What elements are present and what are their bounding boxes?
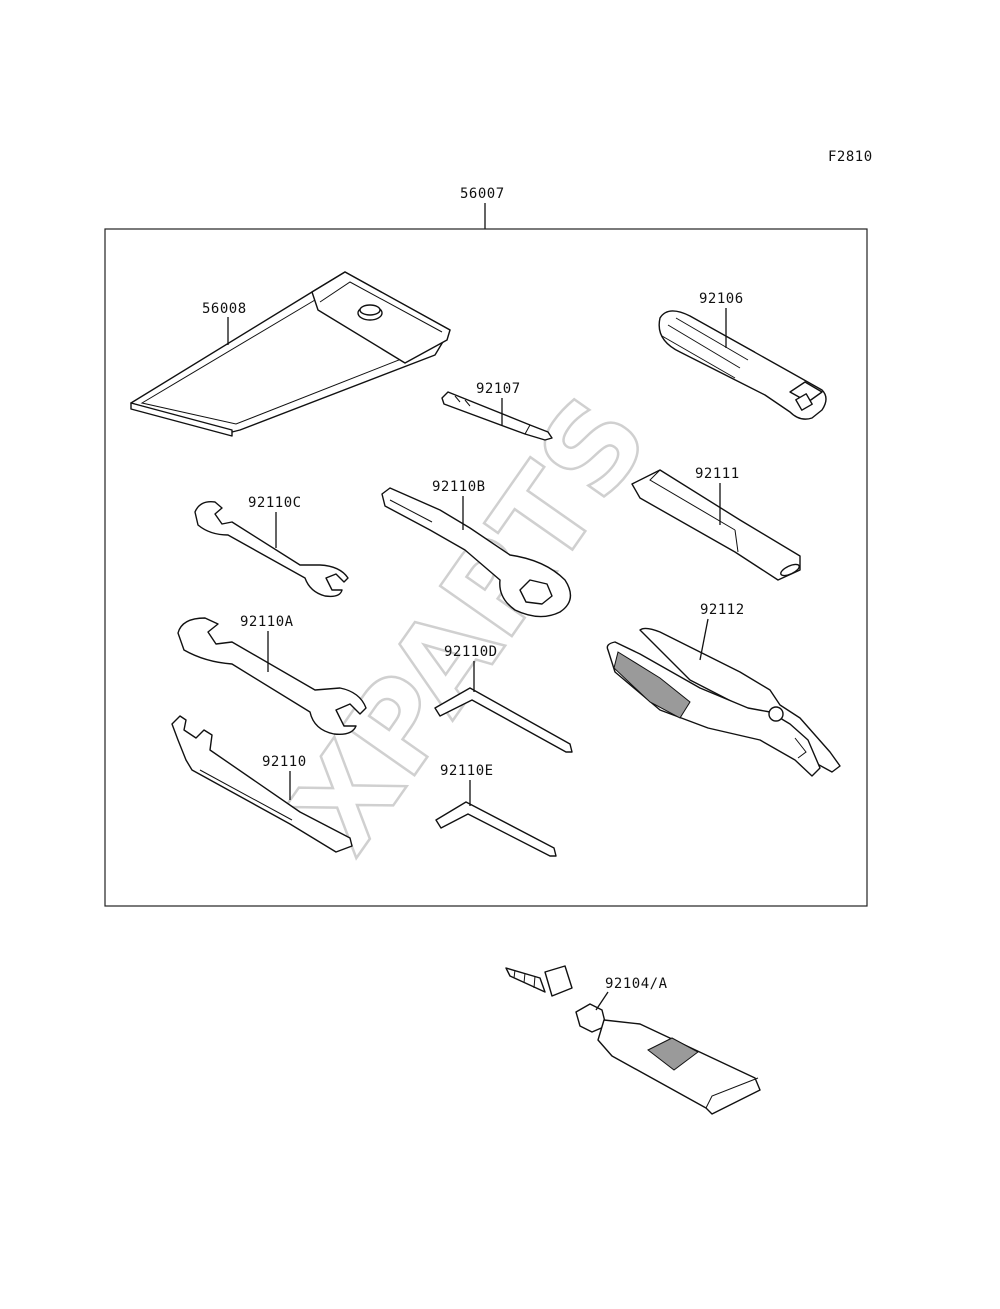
screwdriver-bit-illustration[interactable]	[441, 391, 553, 441]
wrench-c-illustration[interactable]	[194, 501, 349, 598]
part-label-92104A: 92104/A	[605, 976, 668, 992]
figure-code: F2810	[828, 149, 873, 165]
hook-wrench-illustration[interactable]	[171, 715, 353, 853]
part-label-92112: 92112	[700, 602, 745, 618]
part-label-92107: 92107	[476, 381, 521, 397]
hex-key-d-illustration[interactable]	[434, 687, 573, 753]
assembly-label: 56007	[460, 186, 505, 202]
box-wrench-b-illustration[interactable]	[381, 487, 572, 618]
wrench-a-illustration[interactable]	[177, 617, 367, 736]
hex-key-e-illustration[interactable]	[435, 801, 557, 857]
part-label-92110A: 92110A	[240, 614, 294, 630]
part-label-92106: 92106	[699, 291, 744, 307]
part-label-92110: 92110	[262, 754, 307, 770]
part-label-92111: 92111	[695, 466, 740, 482]
part-label-92110D: 92110D	[444, 644, 498, 660]
repair-kit-illustration[interactable]	[505, 965, 761, 1115]
assembly-frame	[104, 228, 868, 907]
part-label-56008: 56008	[202, 301, 247, 317]
part-label-92110B: 92110B	[432, 479, 486, 495]
leader-92112	[699, 618, 709, 661]
part-label-92110E: 92110E	[440, 763, 494, 779]
leader-92104A	[595, 991, 609, 1011]
part-label-92110C: 92110C	[248, 495, 302, 511]
tool-bag-illustration[interactable]	[130, 271, 451, 437]
driver-handle-illustration[interactable]	[658, 310, 827, 420]
extension-bar-illustration[interactable]	[631, 469, 801, 581]
pliers-illustration[interactable]	[606, 627, 841, 777]
